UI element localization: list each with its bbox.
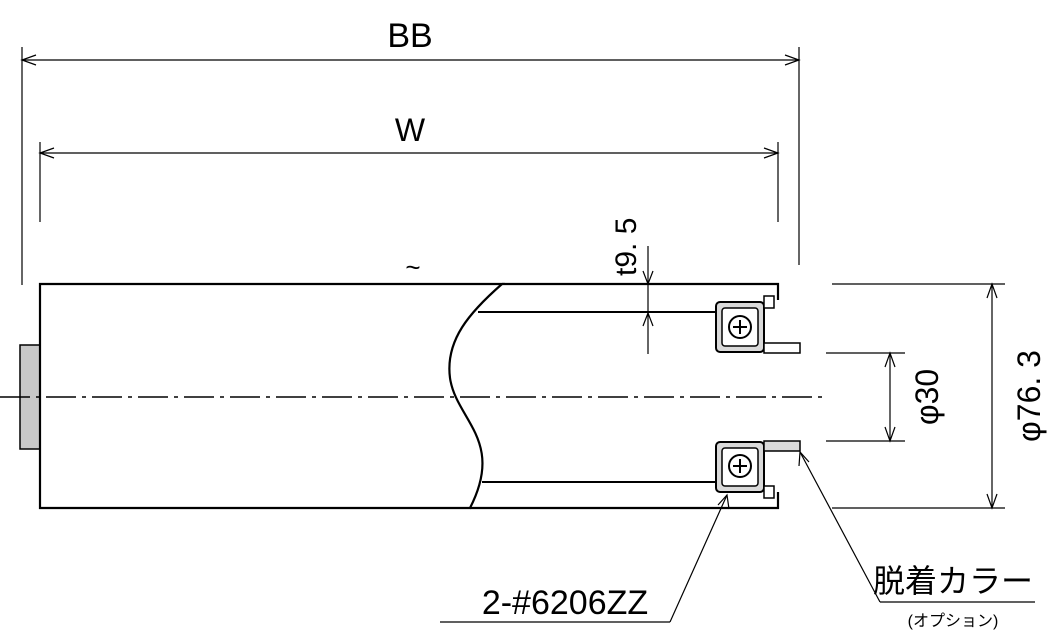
dimension-thickness: t9. 5 [610, 218, 654, 354]
snap-ring [763, 295, 775, 309]
arrow-up-icon [642, 311, 654, 327]
tube-outline [38, 282, 505, 510]
label-w: W [395, 112, 426, 148]
tube-section-top [502, 282, 780, 300]
dimension-bb: BB [20, 17, 801, 285]
label-collar-note: (オプション) [908, 612, 999, 630]
tube-section-bottom [470, 492, 780, 510]
arrow-icon [717, 493, 730, 510]
arrow-down-icon [642, 270, 654, 286]
roller-tube [0, 282, 822, 510]
dimension-shaft: φ30 [826, 351, 945, 443]
arrow-left-icon [20, 54, 37, 66]
snap-ring [763, 485, 775, 499]
label-bb: BB [387, 17, 432, 55]
arrow-left-icon [38, 147, 55, 159]
shaft-collar [763, 342, 801, 354]
callout-collar: 脱着カラー (オプション) [798, 450, 1035, 630]
break-mark: ~ [405, 252, 420, 282]
label-shaft-diameter: φ30 [909, 369, 945, 425]
arrow-up-icon [884, 351, 896, 368]
arrow-right-icon [763, 147, 780, 159]
arrow-right-icon [784, 54, 801, 66]
dimension-tube: φ76. 3 [832, 282, 1047, 510]
bearing-top [715, 295, 801, 354]
label-tube-diameter: φ76. 3 [1011, 350, 1047, 442]
label-bearing: 2-#6206ZZ [482, 584, 648, 622]
label-collar: 脱着カラー [873, 563, 1033, 599]
detachable-collar [763, 440, 801, 452]
leader-line [669, 494, 728, 623]
dimension-w: W [38, 112, 780, 222]
bearing-bottom [715, 440, 801, 499]
arrow-up-icon [986, 282, 998, 299]
arrow-down-icon [884, 426, 896, 443]
leader-line [799, 451, 881, 603]
callout-bearing: 2-#6206ZZ [440, 493, 730, 623]
arrow-icon [798, 450, 810, 467]
arrow-down-icon [986, 493, 998, 510]
label-thickness: t9. 5 [610, 218, 643, 276]
